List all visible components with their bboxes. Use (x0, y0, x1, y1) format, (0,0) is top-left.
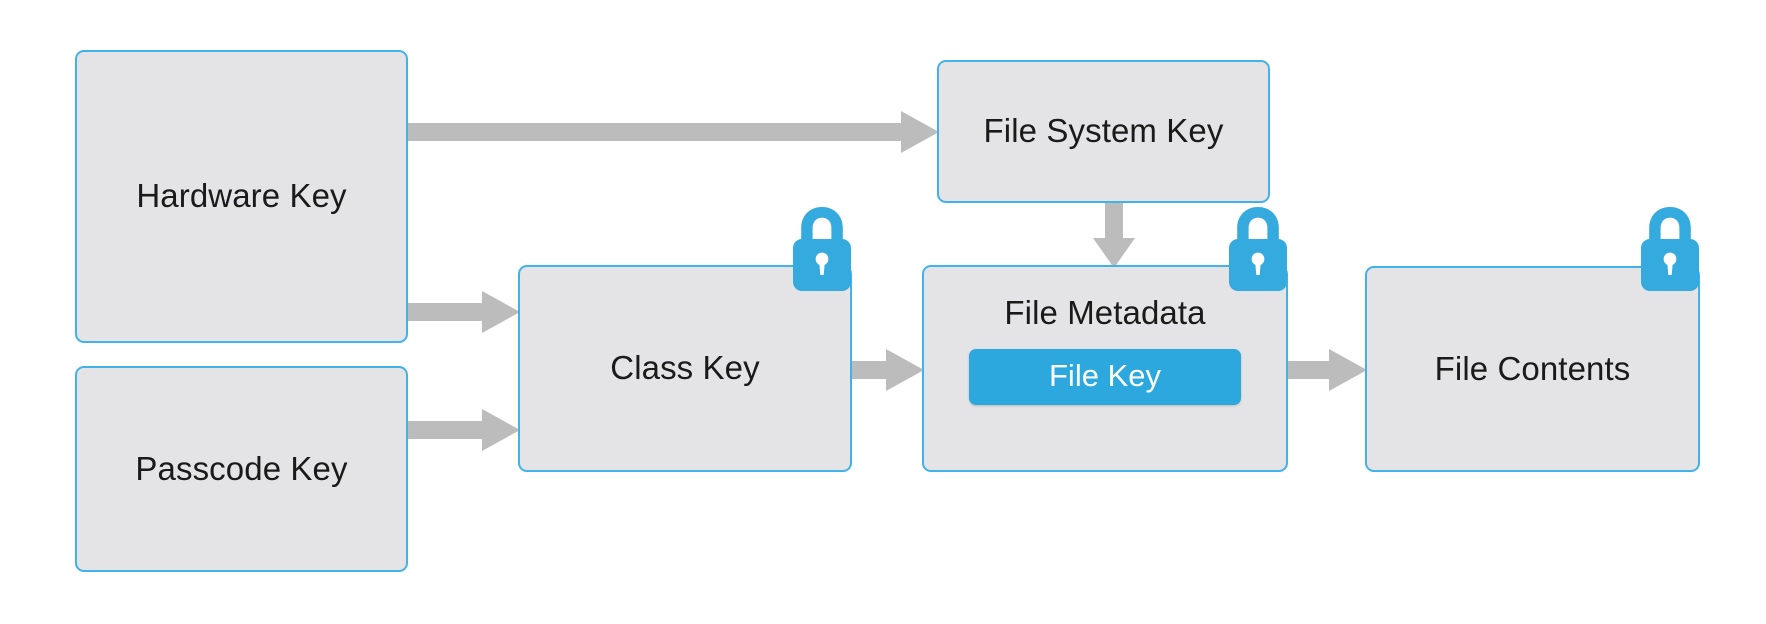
node-class-key[interactable]: Class Key (518, 265, 852, 472)
arrow-hardware-key-to-class-key (408, 291, 520, 333)
node-passcode-key-label: Passcode Key (135, 449, 348, 487)
node-hardware-key-label: Hardware Key (136, 177, 347, 215)
arrow-hardware-key-to-file-system-key (408, 111, 939, 153)
node-passcode-key[interactable]: Passcode Key (75, 366, 408, 572)
node-file-contents-label: File Contents (1434, 349, 1631, 387)
node-file-contents[interactable]: File Contents (1365, 266, 1700, 472)
lock-icon (1639, 207, 1701, 291)
node-file-system-key-label: File System Key (983, 112, 1224, 150)
lock-icon (1227, 207, 1289, 291)
lock-icon (791, 207, 853, 291)
node-class-key-label: Class Key (610, 349, 760, 387)
node-file-metadata[interactable]: File Metadata File Key (922, 265, 1288, 472)
node-file-metadata-label: File Metadata (1004, 294, 1206, 331)
arrow-passcode-key-to-class-key (408, 409, 520, 451)
arrow-file-metadata-to-file-contents (1286, 349, 1367, 391)
arrow-file-system-key-to-file-metadata (1093, 200, 1135, 268)
node-file-system-key[interactable]: File System Key (937, 60, 1270, 203)
node-file-key-badge[interactable]: File Key (969, 349, 1241, 406)
arrow-class-key-to-file-metadata (850, 349, 924, 391)
node-hardware-key[interactable]: Hardware Key (75, 50, 408, 343)
